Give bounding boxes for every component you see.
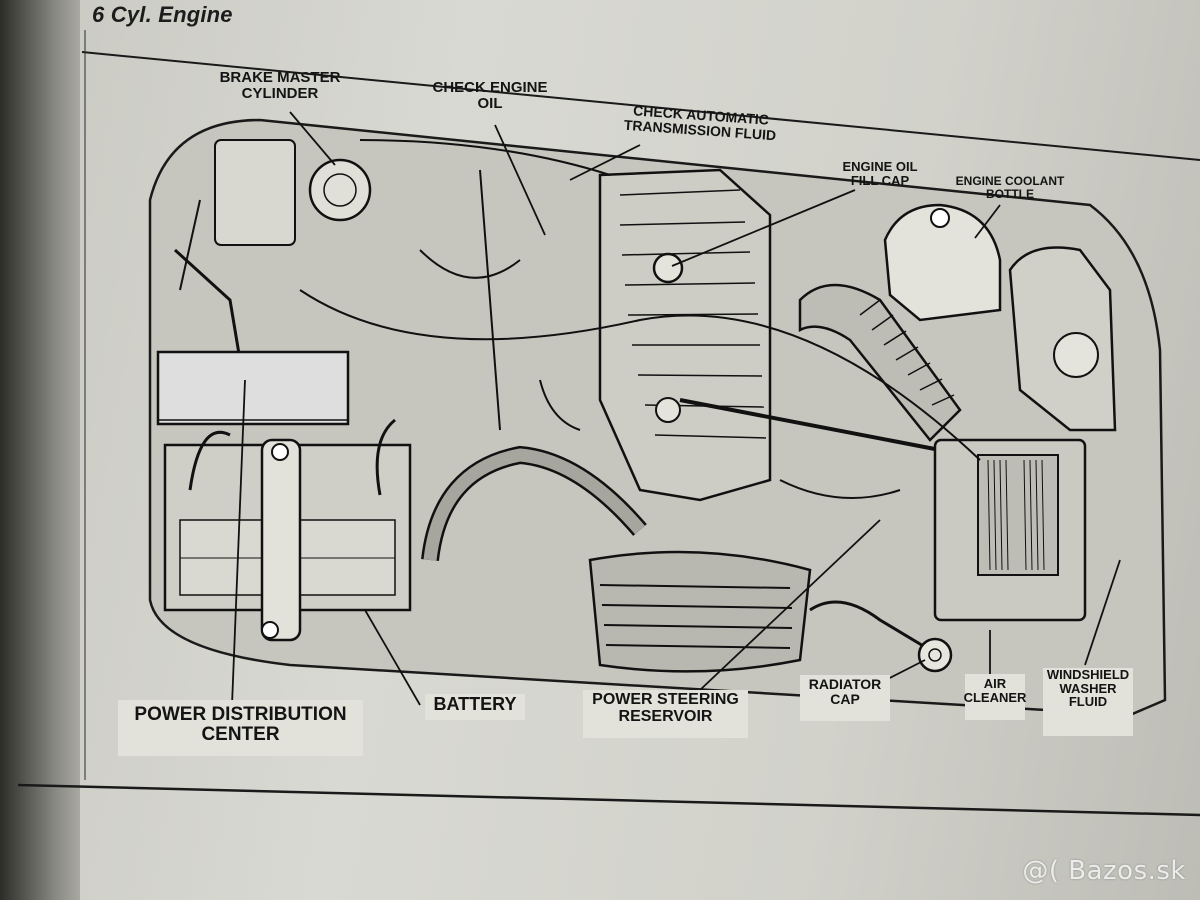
label-windshield-washer-fluid: WINDSHIELD WASHER FLUID — [1046, 667, 1130, 710]
label-check-engine-oil: CHECK ENGINE OIL — [432, 79, 548, 112]
label-battery: BATTERY — [433, 694, 517, 714]
label-engine-coolant-bottle: ENGINE COOLANT BOTTLE — [955, 174, 1065, 201]
power-distribution-center-part — [156, 350, 350, 426]
engine-coolant-bottle-part — [883, 203, 1002, 322]
radiator-hose-part — [421, 445, 953, 673]
brake-master-cylinder-part — [173, 139, 372, 361]
label-brake-master-cylinder: BRAKE MASTER CYLINDER — [219, 69, 341, 102]
battery-part — [163, 418, 412, 642]
facing-page-edge — [0, 0, 80, 900]
watermark: @( Bazos.sk — [1022, 856, 1186, 886]
windshield-washer-fluid-part — [1008, 246, 1117, 432]
power-steering-reservoir-part — [588, 550, 812, 673]
label-engine-oil-fill-cap: ENGINE OIL FILL CAP — [842, 159, 918, 188]
engine-block-part — [598, 168, 772, 502]
air-cleaner-part — [933, 438, 1087, 622]
section-title: 6 Cyl. Engine — [92, 2, 233, 27]
callout-lines — [231, 111, 1121, 706]
label-air-cleaner: AIR CLEANER — [963, 676, 1027, 705]
label-power-steering-reservoir: POWER STEERING RESERVOIR — [592, 691, 739, 725]
label-power-distribution-center: POWER DISTRIBUTION CENTER — [134, 704, 347, 745]
label-radiator-cap: RADIATOR CAP — [808, 676, 882, 707]
air-intake-hose-part — [679, 283, 962, 452]
